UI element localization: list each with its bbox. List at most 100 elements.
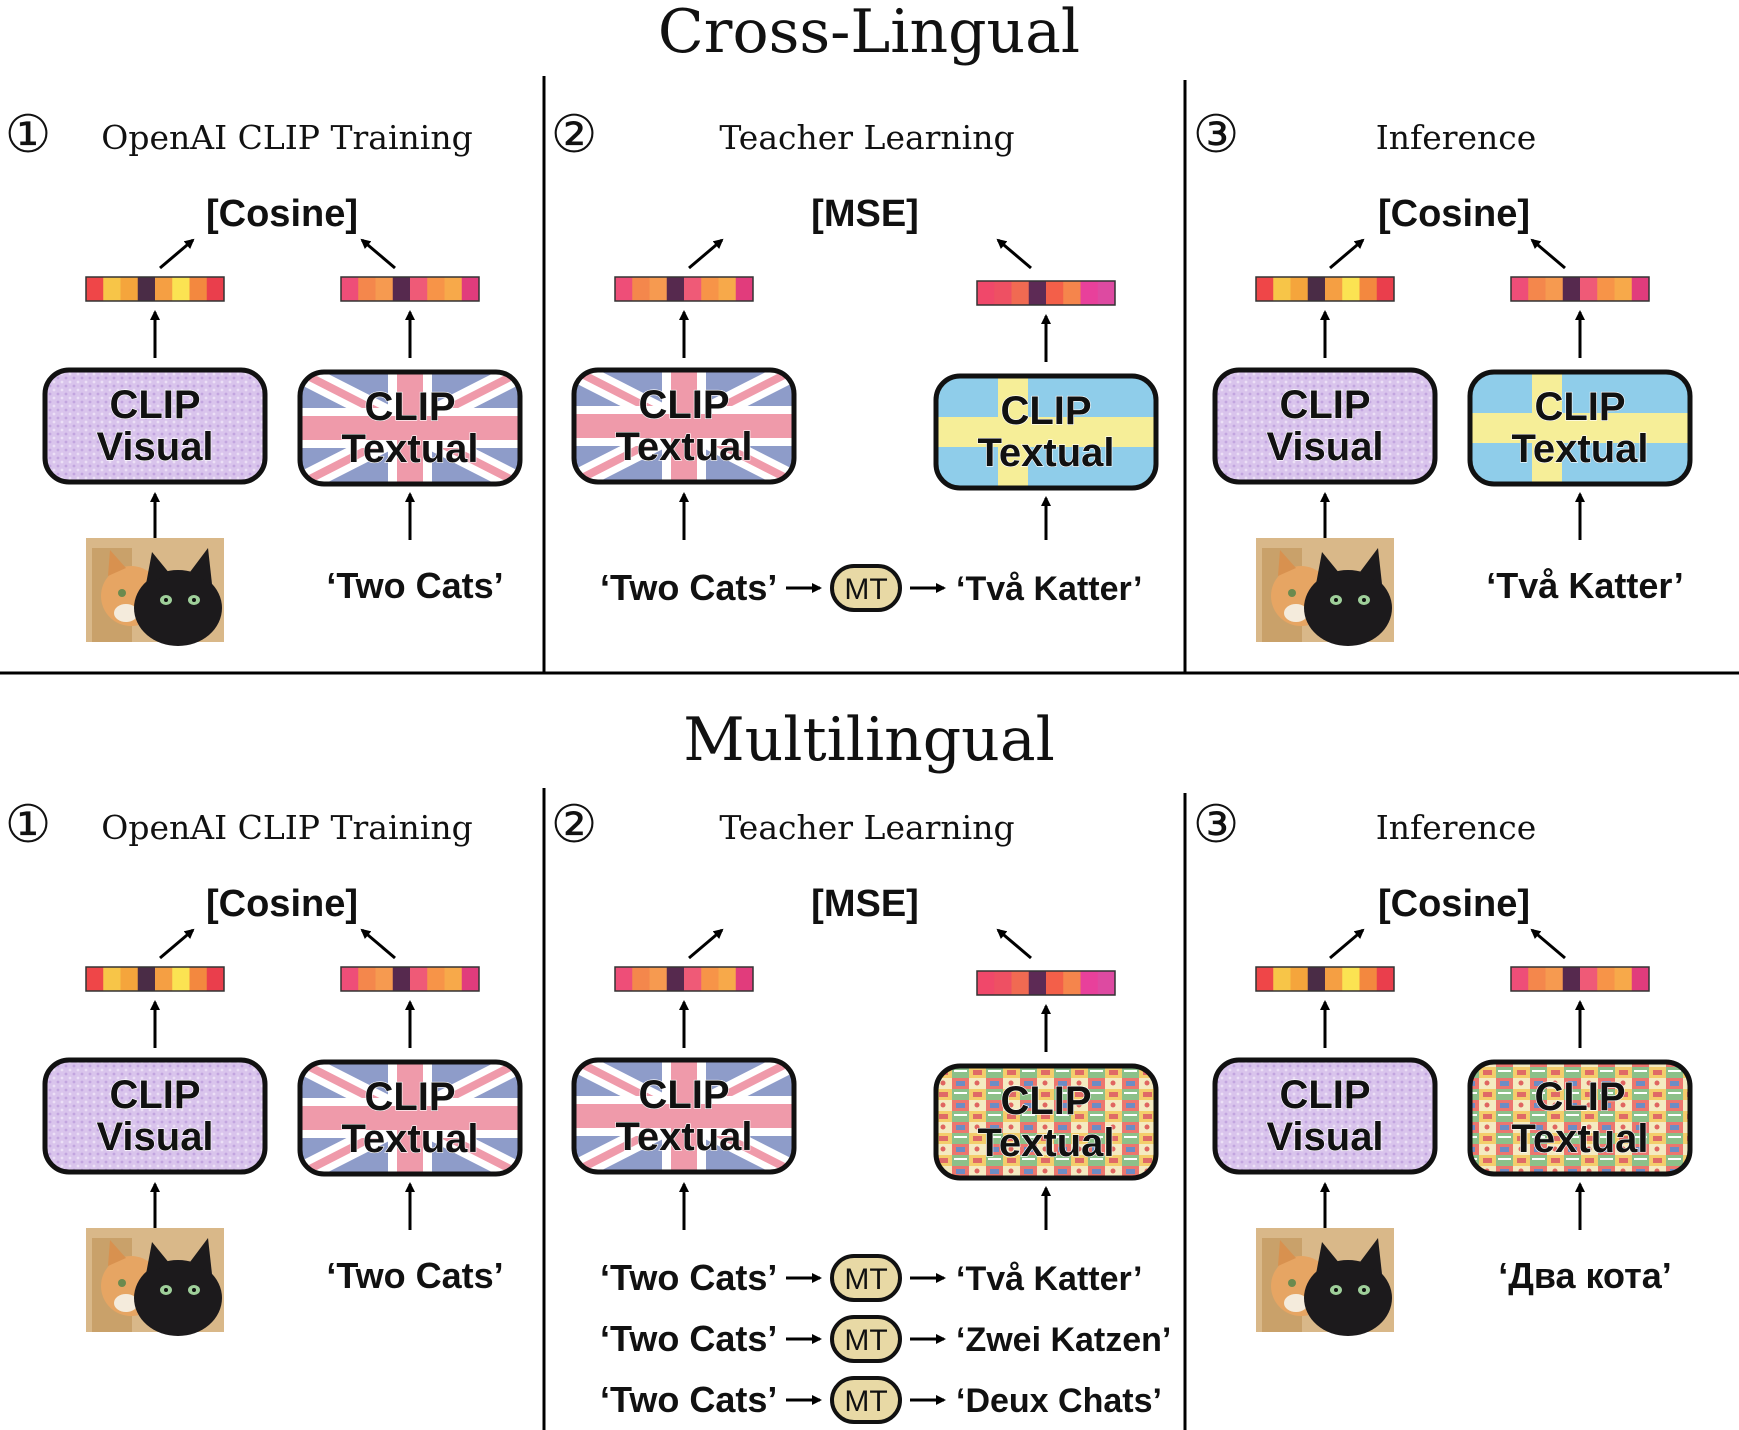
arrow-to-loss-left — [688, 928, 724, 960]
embedding-cell — [1097, 281, 1116, 305]
translation-row: ‘Two Cats’MT‘Zwei Katzen’ — [600, 1315, 1171, 1363]
embedding-border — [85, 966, 225, 992]
embedding-left — [614, 966, 754, 992]
embedding-cell — [427, 277, 445, 301]
target-caption: ‘Två Katter’ — [956, 570, 1142, 608]
encoder-border — [1467, 369, 1693, 487]
encoder-label-line2: Textual — [1511, 427, 1648, 471]
mse-loss-label: [MSE] — [811, 883, 919, 925]
encoder-label-line2: Visual — [1266, 1115, 1383, 1159]
encoder-border — [42, 367, 268, 485]
source-caption: ‘Two Cats’ — [600, 1257, 777, 1298]
embedding-cell — [718, 967, 737, 991]
embedding-cell — [1063, 281, 1081, 305]
embedding-cell — [977, 971, 995, 995]
mse-loss-label: [MSE] — [811, 193, 919, 235]
arrow-to-loss-right — [360, 238, 396, 270]
embedding-right — [1510, 276, 1650, 302]
arrow-to-loss-left — [1329, 238, 1365, 270]
arrow-to-loss-left — [159, 928, 195, 960]
embedding-cell — [392, 967, 411, 991]
arrow-to-loss-right — [1530, 238, 1566, 270]
encoder-label-line1: CLIP — [109, 383, 200, 427]
embedding-cell — [1342, 277, 1360, 301]
machine-translation-badge — [830, 564, 902, 612]
cosine-loss-label: [Cosine] — [1378, 193, 1530, 235]
embedding-cell — [1342, 967, 1360, 991]
embedding-border — [85, 276, 225, 302]
text-caption: ‘Два кота’ — [1498, 1255, 1672, 1296]
translation-row: ‘Two Cats’MT‘Två Katter’ — [600, 1254, 1142, 1302]
arrow-to-loss-right — [1530, 928, 1566, 960]
embedding-cell — [1597, 967, 1615, 991]
embedding-cell — [1290, 967, 1309, 991]
embedding-cell — [1528, 967, 1546, 991]
embedding-cell — [1631, 277, 1650, 301]
encoder-label-line1: CLIP — [364, 1075, 455, 1119]
encoder-label-line2: Textual — [977, 431, 1114, 475]
embedding-cell — [1580, 967, 1598, 991]
embedding-left — [1255, 966, 1395, 992]
embedding-cell — [1307, 967, 1326, 991]
embedding-cell — [1097, 971, 1116, 995]
embedding-cell — [718, 277, 737, 301]
encoder-label-line1: CLIP — [1534, 385, 1625, 429]
embedding-cell — [461, 967, 480, 991]
embedding-border — [340, 966, 480, 992]
embedding-cell — [206, 277, 225, 301]
encoder-background — [45, 1060, 265, 1172]
source-caption: ‘Two Cats’ — [600, 567, 777, 608]
embedding-cell — [1376, 277, 1395, 301]
encoder-label-line2: Visual — [96, 425, 213, 469]
encoder-label-line1: CLIP — [1279, 383, 1370, 427]
text-caption: ‘Two Cats’ — [326, 1255, 503, 1296]
embedding-cell — [1028, 971, 1047, 995]
encoder-background — [45, 370, 265, 482]
embedding-cell — [735, 277, 754, 301]
embedding-cell — [1597, 277, 1615, 301]
encoder-label-line1: CLIP — [1279, 1073, 1370, 1117]
cosine-loss-label: [Cosine] — [206, 193, 358, 235]
encoder-label-line2: Textual — [1511, 1117, 1648, 1161]
embedding-cell — [684, 277, 702, 301]
embedding-border — [1255, 276, 1395, 302]
embedding-cell — [341, 277, 359, 301]
machine-translation-badge — [830, 1315, 902, 1363]
target-caption: ‘Två Katter’ — [956, 1260, 1142, 1298]
encoder-label-line1: CLIP — [1000, 389, 1091, 433]
encoder-label-line2: Textual — [615, 1115, 752, 1159]
embedding-cell — [1063, 971, 1081, 995]
embedding-cell — [1256, 277, 1274, 301]
encoder-background — [574, 370, 794, 482]
encoder-border — [933, 1063, 1159, 1181]
encoder-border — [1212, 367, 1438, 485]
embedding-cell — [1359, 277, 1378, 301]
embedding-cell — [632, 967, 650, 991]
embedding-cell — [461, 277, 480, 301]
embedding-cell — [172, 967, 190, 991]
embedding-cell — [410, 967, 428, 991]
machine-translation-badge — [830, 1376, 902, 1424]
cat-photo — [1256, 1228, 1394, 1336]
cosine-loss-label: [Cosine] — [1378, 883, 1530, 925]
embedding-cell — [189, 967, 208, 991]
embedding-cell — [701, 967, 719, 991]
embedding-cell — [649, 277, 668, 301]
embedding-cell — [103, 277, 121, 301]
panel-heading: OpenAI CLIP Training — [101, 808, 472, 847]
embedding-cell — [1046, 281, 1064, 305]
encoder-background — [936, 376, 1156, 488]
embedding-cell — [1580, 277, 1598, 301]
encoder-label-line2: Textual — [341, 427, 478, 471]
mt-label: MT — [844, 1385, 887, 1418]
